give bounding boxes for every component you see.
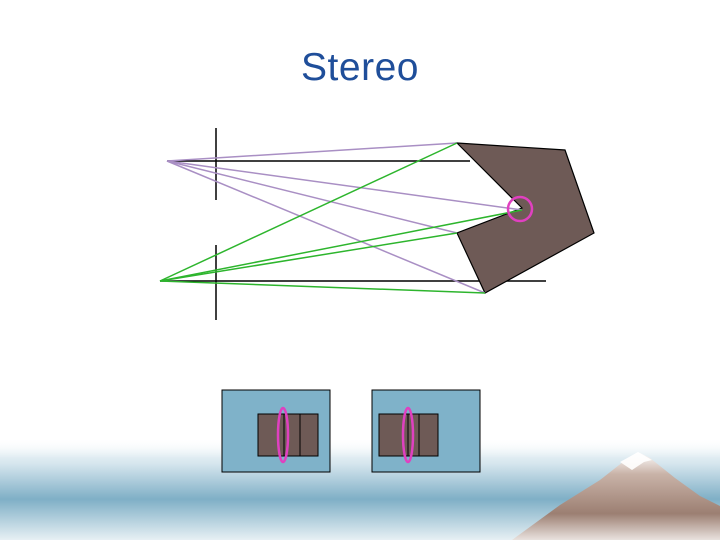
right-camera-rays [159,142,523,294]
mountain-shape [512,452,720,540]
left-image-highlight [276,406,290,464]
right-image-thumbnail [371,389,481,473]
highlighted-point [506,195,534,223]
left-camera-rays [166,142,523,294]
right-image-highlight [401,406,415,464]
left-image-thumbnail [221,389,331,473]
slide-title: Stereo [301,46,419,89]
